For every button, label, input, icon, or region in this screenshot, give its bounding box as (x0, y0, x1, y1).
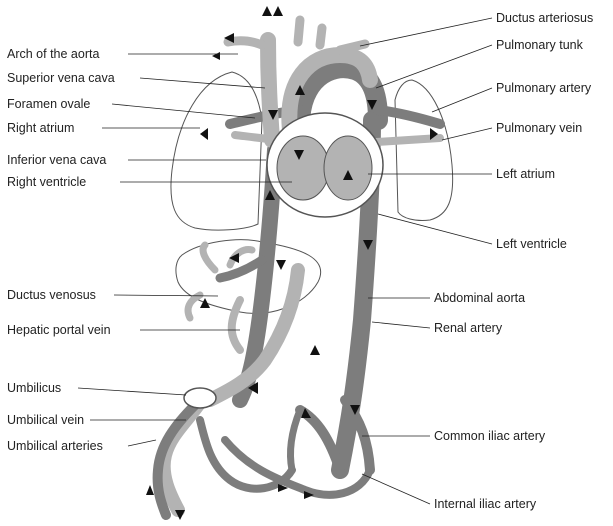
label-superior-vena-cava: Superior vena cava (7, 71, 115, 85)
umbilicus-ring (184, 388, 216, 408)
svc-vessel (268, 40, 272, 140)
label-umbilical-vein: Umbilical vein (7, 413, 84, 427)
label-right-atrium: Right atrium (7, 121, 74, 135)
right-heart-chamber (277, 136, 329, 200)
label-internal-iliac-artery: Internal iliac artery (434, 497, 537, 511)
label-left-ventricle: Left ventricle (496, 237, 567, 251)
label-pulmonary-vein: Pulmonary vein (496, 121, 582, 135)
label-pulmonary-trunk: Pulmonary tunk (496, 38, 584, 52)
arrow-icon (310, 345, 320, 355)
arrow-icon (146, 485, 154, 495)
arrow-icon (273, 6, 283, 16)
liver-branch-3 (188, 295, 200, 318)
label-abdominal-aorta: Abdominal aorta (434, 291, 525, 305)
label-arch-of-aorta: Arch of the aorta (7, 47, 99, 61)
arrow-icon (262, 6, 272, 16)
label-ductus-arteriosus: Ductus arteriosus (496, 11, 593, 25)
label-right-ventricle: Right ventricle (7, 175, 86, 189)
heart (267, 113, 383, 217)
head-branch-4 (340, 44, 365, 50)
label-ductus-venosus: Ductus venosus (7, 288, 96, 302)
arrow-icon (212, 52, 220, 60)
left-heart-chamber (324, 136, 372, 200)
label-left-atrium: Left atrium (496, 167, 555, 181)
head-branch-2 (298, 20, 300, 42)
iliac-left-vessel (300, 410, 340, 470)
internal-iliac-vessel (290, 410, 300, 470)
right-labels: Ductus arteriosus Pulmonary tunk Pulmona… (434, 11, 593, 511)
head-branch-3 (320, 28, 322, 45)
right-lung (171, 72, 262, 230)
label-umbilicus: Umbilicus (7, 381, 61, 395)
label-hepatic-portal-vein: Hepatic portal vein (7, 323, 111, 337)
label-foramen-ovale: Foramen ovale (7, 97, 90, 111)
label-renal-artery: Renal artery (434, 321, 503, 335)
label-umbilical-arteries: Umbilical arteries (7, 439, 103, 453)
hepatic-portal-vessel (232, 300, 240, 350)
label-pulmonary-artery: Pulmonary artery (496, 81, 592, 95)
label-inferior-vena-cava: Inferior vena cava (7, 153, 106, 167)
left-lung (395, 80, 453, 221)
left-labels: Arch of the aorta Superior vena cava For… (7, 47, 115, 453)
label-common-iliac-artery: Common iliac artery (434, 429, 546, 443)
